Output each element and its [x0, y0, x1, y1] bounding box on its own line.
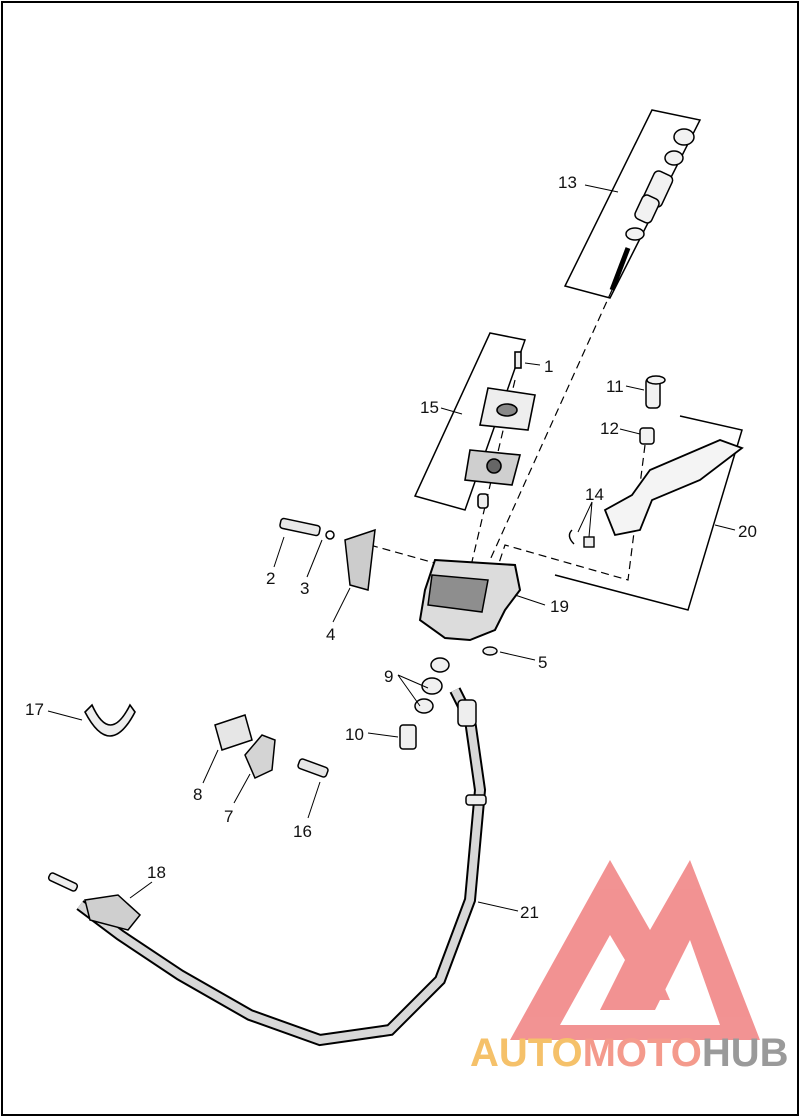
callout-15: 15	[420, 398, 439, 417]
watermark-moto: MOTO	[583, 1031, 702, 1075]
watermark-inner-g	[625, 955, 670, 1000]
callout-17: 17	[25, 700, 44, 719]
watermark-triangle	[510, 860, 760, 1040]
washer-5	[482, 646, 498, 656]
watermark-auto: AUTO	[470, 1031, 583, 1075]
callout-1: 1	[544, 357, 553, 376]
callout-14: 14	[585, 485, 604, 504]
clamp-screw-parts	[279, 517, 376, 591]
callout-8: 8	[193, 785, 202, 804]
callout-5: 5	[538, 653, 547, 672]
callout-9: 9	[384, 667, 393, 686]
callout-3: 3	[300, 579, 309, 598]
lever-clip-parts	[568, 529, 595, 548]
banjo-fittings	[399, 657, 450, 750]
callout-19: 19	[550, 597, 569, 616]
callout-4: 4	[326, 625, 335, 644]
master-cylinder-reservoir	[427, 574, 489, 613]
hydraulic-hose-inner	[77, 688, 485, 1045]
callout-16: 16	[293, 822, 312, 841]
callout-2: 2	[266, 569, 275, 588]
bracket-parts	[214, 714, 329, 780]
hydraulic-hose	[76, 687, 487, 1047]
leader-lines	[47, 184, 736, 912]
watermark-logo	[510, 860, 760, 1040]
cable-clamp-17	[84, 703, 136, 737]
watermark-hub: HUB	[702, 1031, 789, 1075]
callout-12: 12	[600, 419, 619, 438]
callout-18: 18	[147, 863, 166, 882]
callout-13: 13	[558, 173, 577, 192]
callout-20: 20	[738, 522, 757, 541]
piston-assembly	[609, 128, 695, 291]
group-bracket-13	[563, 109, 702, 299]
clutch-lever	[603, 439, 744, 537]
callout-11: 11	[606, 377, 624, 396]
callout-7: 7	[224, 807, 233, 826]
callout-21: 21	[520, 903, 539, 922]
hose-fittings	[47, 699, 487, 931]
callout-10: 10	[345, 725, 364, 744]
pivot-pin-parts	[639, 375, 666, 445]
watermark-text: AUTOMOTOHUB	[470, 1031, 789, 1075]
group-bracket-15	[413, 332, 526, 511]
group-bracket-20	[554, 415, 743, 611]
reservoir-cover	[464, 351, 536, 509]
